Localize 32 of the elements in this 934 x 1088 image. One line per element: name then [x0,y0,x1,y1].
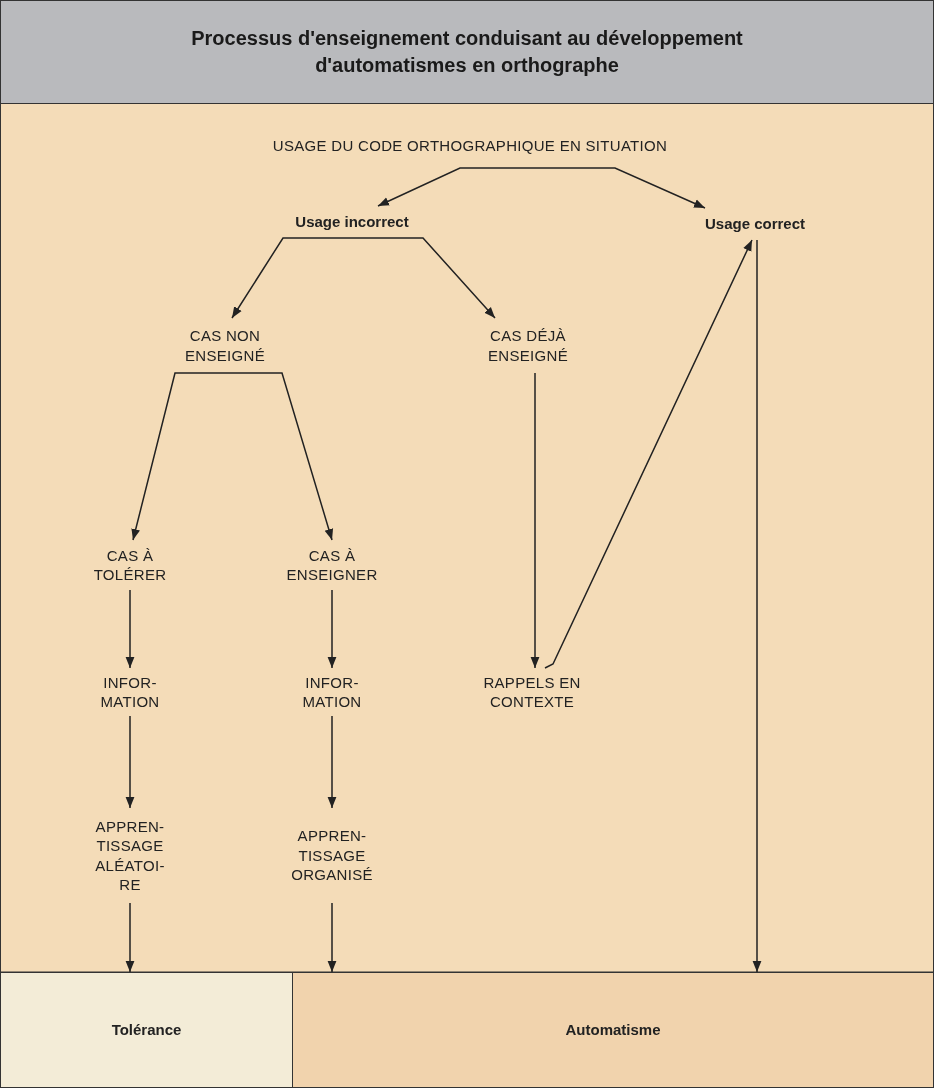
arrow [327,715,337,809]
box-label: Tolérance [111,1020,182,1040]
step-label: APPREN-TISSAGE ORGANISÉ [290,826,374,885]
step-label: INFOR-MATION [301,672,363,712]
arrow [227,372,334,541]
diagram-title: Processus d'enseignement conduisant au développement d'automatismes en orthographe [190,26,744,78]
arrow [125,902,135,973]
step-label: CAS À ENSEIGNER [285,545,379,585]
step-label: CAS À TOLÉRER [92,545,168,585]
arrow [352,237,496,319]
arrow [530,372,540,669]
arrow [327,589,337,669]
step-label: INFOR-MATION [99,672,161,712]
step-label: CAS NON ENSEIGNÉ [184,326,266,365]
arrow [377,167,538,207]
arrow [131,372,229,541]
arrow [544,239,753,669]
arrow [231,237,354,319]
outcome-label: Usage incorrect [295,212,409,232]
step-label: CAS DÉJÀ ENSEIGNÉ [487,326,569,365]
step-label: RAPPELS EN CONTEXTE [482,672,582,712]
step-label: APPREN-TISSAGE ALÉATOI-RE [94,816,166,895]
arrow [536,167,706,209]
outcome-box [292,972,934,1088]
arrow [327,902,337,973]
outcome-box [0,972,293,1088]
step-label: USAGE DU CODE ORTHOGRAPHIQUE EN SITUATION [272,136,668,156]
box-label: Automatisme [565,1020,661,1040]
arrow [752,239,762,973]
arrow [125,715,135,809]
arrow [125,589,135,669]
outcome-label: Usage correct [704,214,806,234]
